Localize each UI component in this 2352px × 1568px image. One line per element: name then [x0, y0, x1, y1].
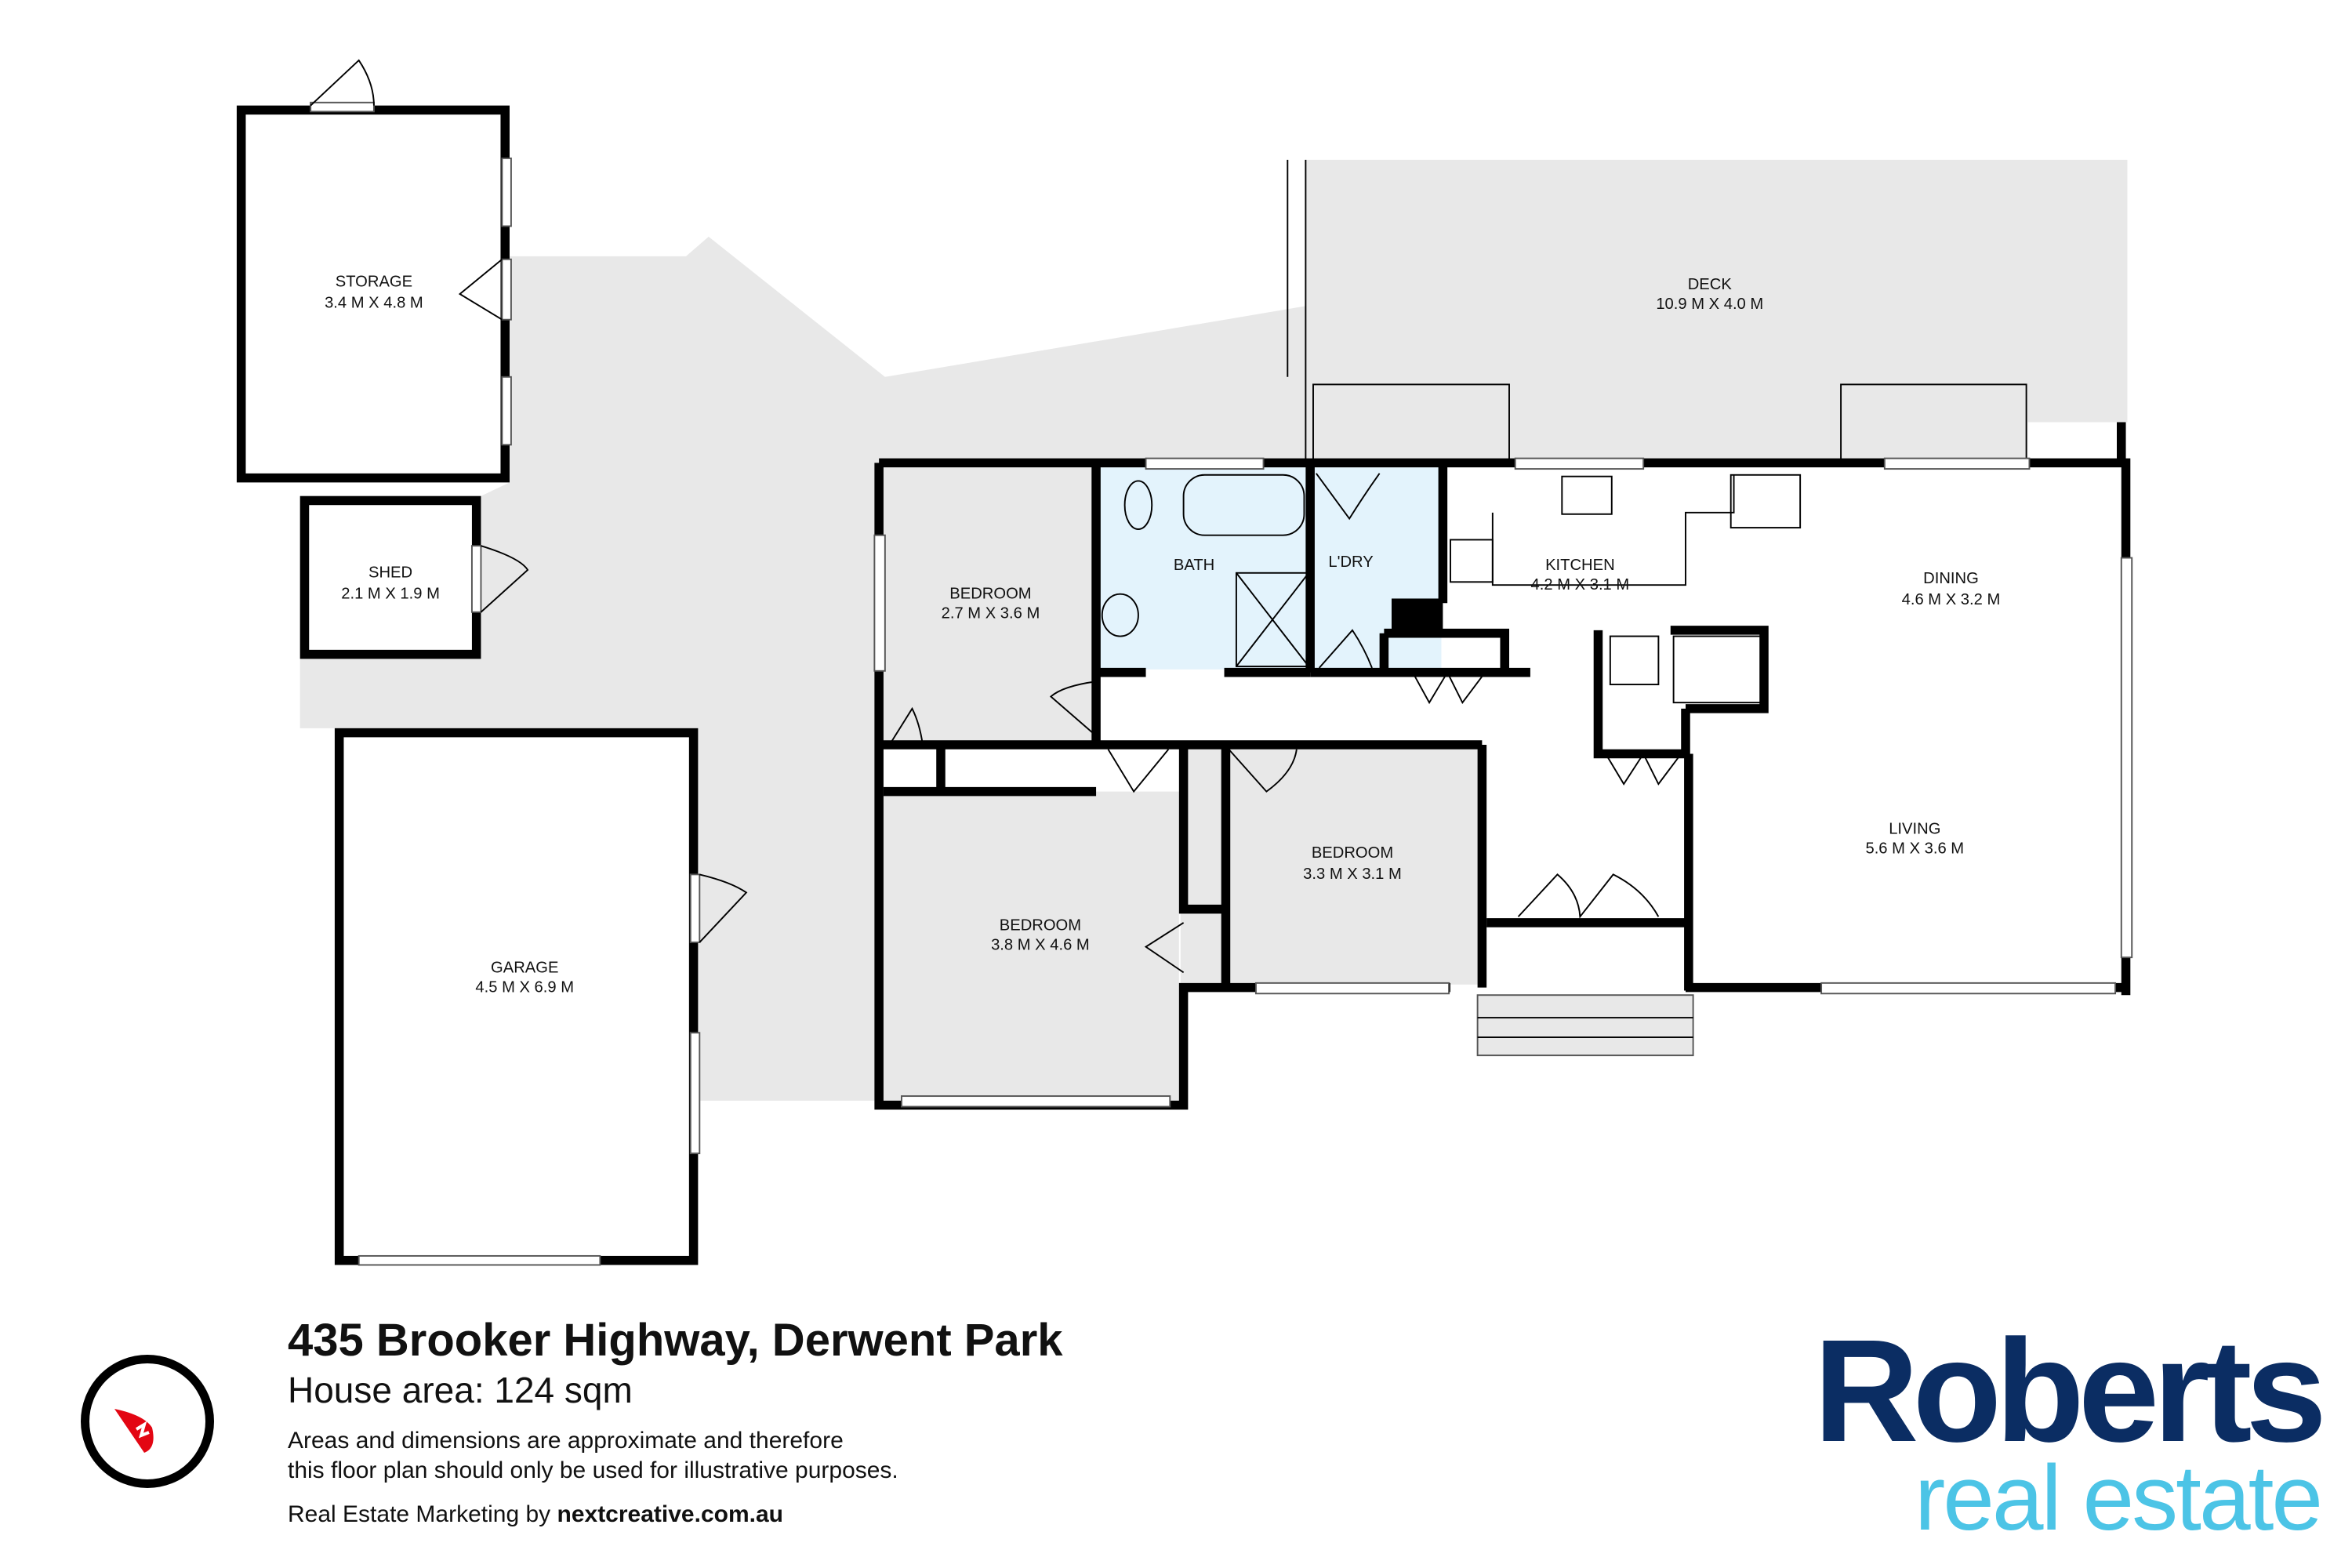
window [310, 101, 375, 113]
storage-dims: 3.4 M X 4.8 M [325, 294, 423, 311]
door-swing [1144, 922, 1185, 974]
bedroom3-room [1180, 749, 1479, 985]
garage-room [334, 728, 699, 1265]
logo-main-text: Roberts [1813, 1310, 2327, 1472]
fridge-icon [1730, 474, 1802, 529]
window [470, 545, 482, 613]
property-address: 435 Brooker Highway, Derwent Park [288, 1315, 1063, 1366]
bath-label: BATH [1174, 557, 1214, 574]
door-swing [1316, 473, 1381, 521]
laundry-label: L'DRY [1328, 554, 1374, 571]
compass [81, 1355, 214, 1488]
bedroom3-label: BEDROOM [1312, 844, 1393, 862]
shed-label: SHED [368, 564, 412, 582]
window [1514, 457, 1645, 470]
chimney [1392, 598, 1443, 633]
bedroom1-dims: 2.7 M X 3.6 M [942, 604, 1040, 622]
brand-logo: Roberts real estate [1740, 1310, 2327, 1550]
door-swing [480, 545, 529, 613]
dining-dims: 4.6 M X 3.2 M [1902, 591, 2001, 608]
bedroom2-room [883, 791, 1179, 1101]
shower-cross [1236, 572, 1309, 667]
cupboard [1672, 635, 1762, 704]
door-swing [1107, 749, 1170, 793]
kitchen-label: KITCHEN [1545, 557, 1615, 574]
entry-steps [1476, 994, 1694, 1057]
cupboard [1609, 635, 1660, 686]
door-swing [699, 873, 748, 943]
north-arrow-icon [114, 1409, 154, 1453]
window [2120, 557, 2133, 959]
window [501, 376, 512, 446]
outdoor-path [299, 236, 1306, 1101]
toilet-icon [1123, 480, 1153, 530]
bedroom2-dims: 3.8 M X 4.6 M [991, 937, 1090, 954]
shed-dims: 2.1 M X 1.9 M [341, 585, 440, 602]
window [689, 873, 701, 943]
logo-sub-text: real estate [1915, 1446, 2323, 1550]
bathtub-icon [1182, 474, 1305, 536]
dining-label: DINING [1923, 570, 1979, 587]
garage-label: GARAGE [491, 959, 558, 976]
window [1820, 982, 2117, 995]
door-swing [1605, 752, 1682, 786]
window [689, 1032, 701, 1155]
garage-door [358, 1254, 601, 1266]
deck-label: DECK [1688, 276, 1733, 293]
kitchen-dims: 4.2 M X 3.1 M [1531, 576, 1630, 593]
window [1145, 457, 1265, 470]
window [1883, 457, 2031, 470]
window [501, 258, 512, 321]
window [1254, 982, 1450, 995]
garage-dims: 4.5 M X 6.9 M [475, 978, 574, 996]
living-dims: 5.6 M X 3.6 M [1865, 840, 1964, 857]
bedroom3-dims: 3.3 M X 3.1 M [1303, 866, 1402, 883]
window [873, 534, 886, 672]
cooktop-icon [1450, 539, 1494, 583]
window [501, 157, 512, 227]
door-swing [1228, 749, 1298, 793]
disclaimer-line-2: this floor plan should only be used for … [288, 1457, 898, 1483]
basin-icon [1101, 593, 1139, 637]
bedroom1-room [883, 467, 1097, 745]
storage-label: STORAGE [336, 273, 412, 290]
door-swing [888, 706, 924, 746]
door-swing [310, 59, 375, 107]
credit: Real Estate Marketing by nextcreative.co… [288, 1501, 1063, 1528]
deck-dims: 10.9 M X 4.0 M [1656, 296, 1763, 313]
footer: 435 Brooker Highway, Derwent Park House … [288, 1313, 1063, 1528]
credit-link[interactable]: nextcreative.com.au [557, 1501, 783, 1527]
house-area: House area: 124 sqm [288, 1370, 633, 1410]
credit-prefix: Real Estate Marketing by [288, 1501, 557, 1527]
door-swing [1049, 681, 1097, 737]
bath-room [1098, 467, 1311, 670]
bedroom1-label: BEDROOM [949, 585, 1031, 602]
living-label: LIVING [1889, 820, 1940, 837]
door-swing [1412, 670, 1486, 705]
door-swing [1318, 629, 1373, 669]
door-swing [458, 259, 503, 321]
window [901, 1095, 1171, 1108]
bedroom2-label: BEDROOM [1000, 917, 1081, 935]
sink-icon [1561, 475, 1613, 515]
door-swing [1517, 873, 1660, 919]
disclaimer-line-1: Areas and dimensions are approximate and… [288, 1428, 844, 1454]
shower-icon [1235, 572, 1310, 667]
kitchen-bench [1491, 474, 1735, 586]
